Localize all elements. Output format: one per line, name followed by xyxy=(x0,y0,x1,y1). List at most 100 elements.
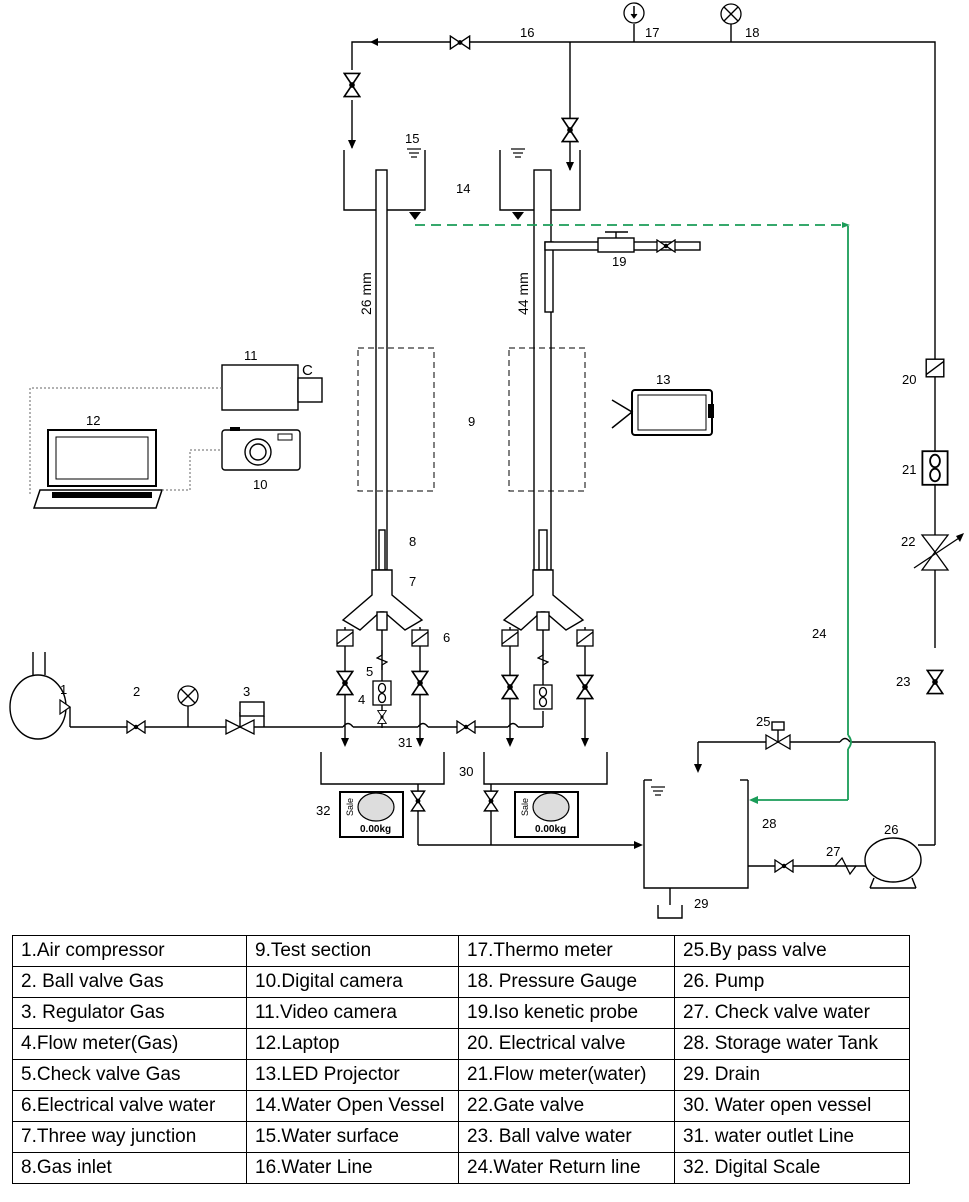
vessel-drain-right xyxy=(512,212,524,220)
pump-icon xyxy=(864,837,922,889)
water-surface-icon-left xyxy=(406,148,422,158)
air-compressor-icon xyxy=(9,652,72,740)
ball-valve-right-b xyxy=(576,674,594,700)
bypass-line xyxy=(694,737,935,773)
water-line-top xyxy=(348,38,936,648)
legend-entry: 3. Regulator Gas xyxy=(12,997,247,1029)
water-surface-icon-right xyxy=(510,148,526,158)
legend-entry: 23. Ball valve water xyxy=(458,1121,675,1153)
label-12: 12 xyxy=(86,413,100,428)
legend-entry: 4.Flow meter(Gas) xyxy=(12,1028,247,1060)
scale-reading-left: 0.00kg xyxy=(360,824,391,835)
scale-label-right: Sale xyxy=(520,798,530,816)
label-6: 6 xyxy=(443,630,450,645)
electrical-valve-water-riser xyxy=(925,358,945,378)
label-30: 30 xyxy=(459,764,473,779)
label-31: 31 xyxy=(398,735,412,750)
flow-meter-gas-right xyxy=(533,684,553,710)
label-25: 25 xyxy=(756,714,770,729)
flow-meter-gas-left xyxy=(372,680,392,706)
water-open-vessel-bottom-right xyxy=(483,752,608,785)
legend-entry: 13.LED Projector xyxy=(246,1059,459,1091)
ball-valve-gas-cross xyxy=(456,720,476,734)
legend-entry: 29. Drain xyxy=(674,1059,910,1091)
scale-label-left: Sale xyxy=(345,798,355,816)
video-camera-letter: C xyxy=(302,362,313,379)
digital-camera-cable xyxy=(162,449,222,491)
label-19: 19 xyxy=(612,254,626,269)
legend-entry: 19.Iso kenetic probe xyxy=(458,997,675,1029)
legend-entry: 32. Digital Scale xyxy=(674,1152,910,1184)
pressure-gauge-icon xyxy=(720,3,742,42)
label-14: 14 xyxy=(456,181,470,196)
legend-entry: 17.Thermo meter xyxy=(458,935,675,967)
ball-valve-water-line xyxy=(449,35,471,50)
regulator-gas-icon xyxy=(225,701,265,736)
legend-entry: 10.Digital camera xyxy=(246,966,459,998)
label-16: 16 xyxy=(520,25,534,40)
legend-entry: 27. Check valve water xyxy=(674,997,910,1029)
three-way-junction-right xyxy=(502,569,585,631)
legend-entry: 15.Water surface xyxy=(246,1121,459,1153)
label-29: 29 xyxy=(694,896,708,911)
label-27: 27 xyxy=(826,844,840,859)
test-pipe-right xyxy=(533,169,552,571)
label-11: 11 xyxy=(244,348,258,363)
legend-entry: 9.Test section xyxy=(246,935,459,967)
water-surface-icon-tank xyxy=(650,786,666,796)
legend-entry: 21.Flow meter(water) xyxy=(458,1059,675,1091)
label-24: 24 xyxy=(812,626,826,641)
ball-valve-left-b xyxy=(411,670,429,696)
legend-entry: 7.Three way junction xyxy=(12,1121,247,1153)
label-8: 8 xyxy=(409,534,416,549)
legend-entry: 14.Water Open Vessel xyxy=(246,1090,459,1122)
led-projector-icon xyxy=(611,389,714,436)
check-valve-gas-left xyxy=(376,650,388,670)
label-17: 17 xyxy=(645,25,659,40)
legend-entry: 24.Water Return line xyxy=(458,1152,675,1184)
ball-valve-gas xyxy=(126,720,146,734)
legend-entry: 18. Pressure Gauge xyxy=(458,966,675,998)
label-23: 23 xyxy=(896,674,910,689)
label-9: 9 xyxy=(468,414,475,429)
laptop-icon xyxy=(32,429,164,509)
water-return-line xyxy=(415,222,852,804)
legend-entry: 26. Pump xyxy=(674,966,910,998)
electrical-valve-right-b xyxy=(576,629,594,647)
label-10: 10 xyxy=(253,477,267,492)
test-section-left xyxy=(357,347,435,492)
label-26: 26 xyxy=(884,822,898,837)
check-valve-water-icon xyxy=(820,856,857,876)
ball-valve-outlet-right xyxy=(483,790,499,812)
vessel-drain-left xyxy=(409,212,421,220)
ball-valve-outlet-left xyxy=(410,790,426,812)
legend-entry: 5.Check valve Gas xyxy=(12,1059,247,1091)
legend-entry: 22.Gate valve xyxy=(458,1090,675,1122)
gas-pressure-gauge-icon xyxy=(177,685,199,727)
legend-entry: 12.Laptop xyxy=(246,1028,459,1060)
label-3: 3 xyxy=(243,684,250,699)
scale-reading-right: 0.00kg xyxy=(535,824,566,835)
storage-water-tank xyxy=(643,779,749,889)
label-1: 1 xyxy=(60,682,67,697)
thermometer-icon xyxy=(623,2,645,42)
digital-scale-right: Sale 0.00kg xyxy=(514,791,579,838)
label-15: 15 xyxy=(405,131,419,146)
ball-valve-left-a xyxy=(336,670,354,696)
camera-cable xyxy=(29,387,222,494)
ball-valve-water xyxy=(926,669,944,695)
digital-scale-left: Sale 0.00kg xyxy=(339,791,404,838)
legend-entry: 2. Ball valve Gas xyxy=(12,966,247,998)
gate-valve-icon xyxy=(913,533,964,571)
legend-entry: 11.Video camera xyxy=(246,997,459,1029)
legend-entry: 8.Gas inlet xyxy=(12,1152,247,1184)
label-13: 13 xyxy=(656,372,670,387)
label-28: 28 xyxy=(762,816,776,831)
